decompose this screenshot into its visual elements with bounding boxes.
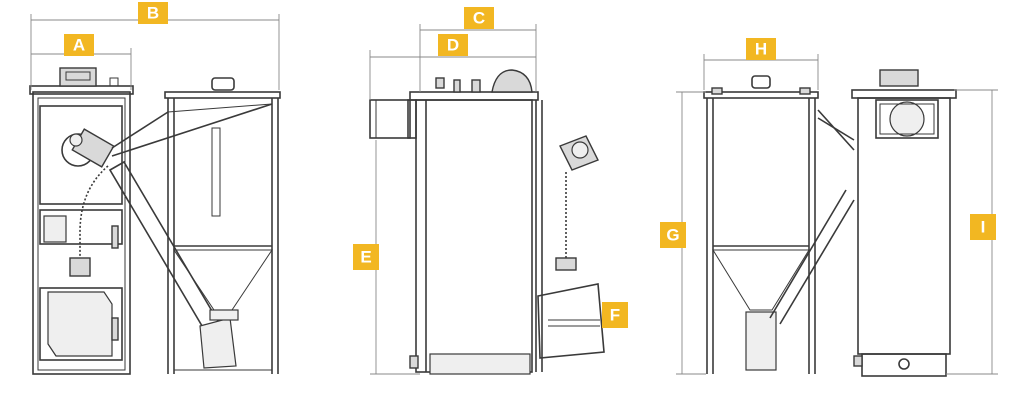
label-d (438, 34, 468, 56)
front-upper-door (39, 105, 123, 205)
label-a (64, 34, 94, 56)
back-flue-outlet (875, 99, 939, 139)
front-auger-tube (108, 160, 224, 338)
front-display (43, 215, 67, 243)
label-g-text: G (666, 226, 679, 245)
label-f (602, 302, 628, 328)
side-boiler-body (415, 99, 533, 373)
side-feeder (537, 283, 605, 359)
front-flex-hose (79, 165, 109, 262)
label-b-text: B (147, 4, 159, 23)
label-e-text: E (360, 248, 371, 267)
back-top-fitting (879, 69, 919, 87)
label-i (970, 214, 996, 240)
label-a-text: A (73, 36, 85, 55)
front-hopper (164, 77, 281, 374)
side-view: C D E F (353, 7, 628, 375)
label-d-text: D (447, 36, 459, 55)
label-b (138, 2, 168, 24)
front-control-panel (59, 67, 97, 87)
label-g (660, 222, 686, 248)
back-hopper (703, 75, 855, 374)
label-c (464, 7, 494, 29)
front-view: A B (29, 2, 281, 375)
label-h (746, 38, 776, 60)
label-f-text: F (610, 306, 620, 325)
label-c-text: C (473, 9, 485, 28)
front-ash-box (39, 287, 123, 361)
back-view: H G I (660, 38, 998, 377)
side-flue-outlet (369, 99, 411, 139)
front-boiler-body (32, 91, 131, 375)
back-boiler-body (857, 97, 951, 355)
label-i-text: I (981, 218, 986, 237)
label-e (353, 244, 379, 270)
label-h-text: H (755, 40, 767, 59)
